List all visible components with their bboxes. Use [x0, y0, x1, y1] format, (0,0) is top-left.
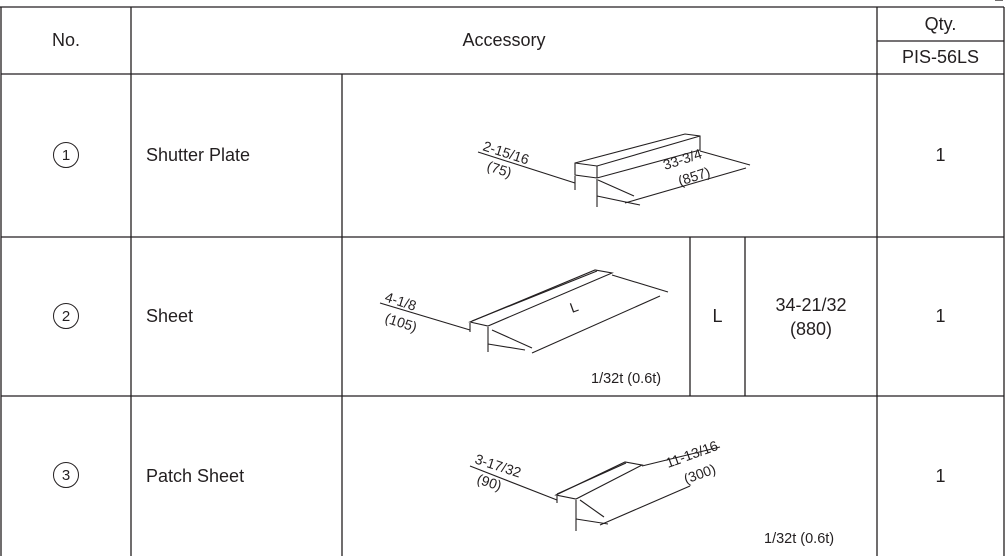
svg-text:L: L [568, 298, 581, 316]
accessory-name: Sheet [146, 306, 194, 326]
row-number-circle: 2 [53, 303, 79, 329]
svg-text:(75): (75) [485, 158, 514, 181]
row-number-circle: 3 [53, 462, 79, 488]
patch-sheet-drawing [469, 446, 721, 531]
svg-text:(90): (90) [475, 471, 504, 494]
qty-value: 1 [935, 145, 946, 165]
accessory-name: Patch Sheet [146, 465, 245, 486]
header-qty: Qty. [924, 13, 957, 34]
thickness-label: 1/32t (0.6t) [591, 371, 662, 387]
sheet-labels: 4-1/8 (105) L [383, 289, 580, 335]
qty-value: 1 [935, 306, 946, 326]
accessory-name: Shutter Plate [146, 145, 251, 165]
patch-sheet-labels: 3-17/32 (90) 11-13/16 (300) [473, 437, 720, 493]
qty-value: 1 [935, 465, 946, 486]
variable-inches: 34-21/32 [775, 294, 847, 315]
shutter-plate-drawing [477, 133, 751, 207]
svg-text:(300): (300) [682, 461, 718, 487]
sheet-drawing [379, 269, 669, 354]
thickness-label: 1/32t (0.6t) [764, 531, 835, 547]
row-number-circle: 1 [53, 142, 79, 168]
variable-value: 34-21/32 (880) [745, 237, 877, 396]
variable-mm: (880) [789, 318, 833, 339]
variable-label: L [712, 306, 723, 326]
header-no: No. [51, 30, 80, 50]
header-accessory: Accessory [462, 30, 546, 50]
header-model: PIS-56LS [901, 47, 980, 67]
